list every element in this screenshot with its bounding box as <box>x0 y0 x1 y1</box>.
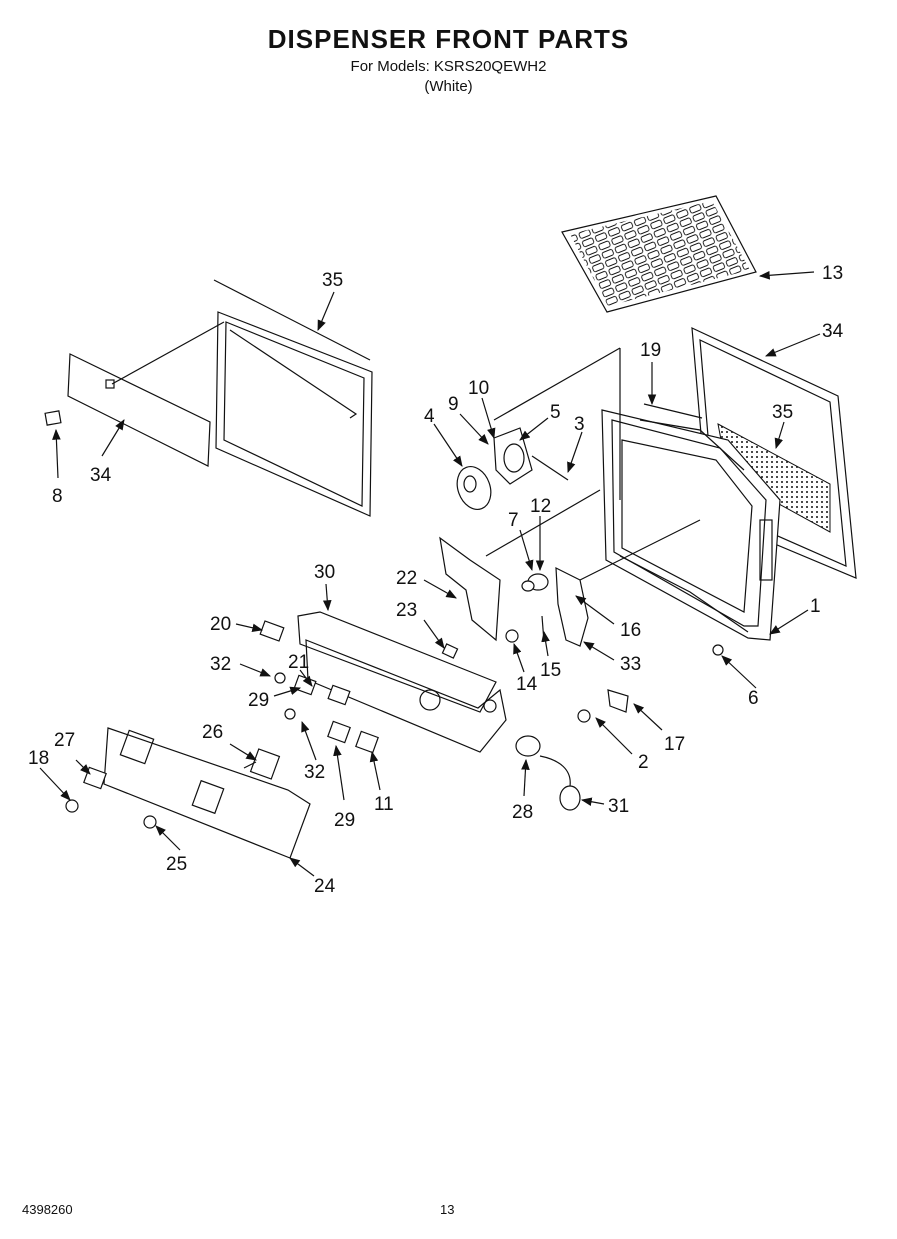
callout-16: 16 <box>620 620 641 641</box>
callout-24: 24 <box>314 876 336 897</box>
dispenser-door-frame <box>213 279 373 517</box>
callout-33: 33 <box>620 654 641 675</box>
small-clip <box>44 410 62 426</box>
actuator-pivot <box>521 573 549 592</box>
callout-19: 19 <box>640 340 661 361</box>
callout-37: 35 <box>772 402 793 423</box>
callout-17: 17 <box>664 734 685 755</box>
callout-9: 9 <box>448 394 459 415</box>
wire-19 <box>643 403 703 419</box>
color-line: (White) <box>424 78 473 95</box>
callout-30: 30 <box>314 562 335 583</box>
wire-clip <box>441 643 459 659</box>
callout-11: 11 <box>374 794 394 815</box>
housing-screw <box>712 644 724 656</box>
screw-25 <box>143 815 157 829</box>
callout-26: 26 <box>202 722 223 743</box>
callout-32-upper: 32 <box>210 654 231 675</box>
callout-20: 20 <box>210 614 231 635</box>
wire-bracket <box>607 689 629 713</box>
callout-21: 21 <box>288 652 309 673</box>
lower-panel <box>103 727 311 859</box>
callout-23: 23 <box>396 600 417 621</box>
callout-28: 28 <box>512 802 533 823</box>
light-switch-cap <box>259 620 285 642</box>
callout-12: 12 <box>530 496 551 517</box>
lever-screw <box>505 615 545 643</box>
callout-34: 34 <box>90 465 112 486</box>
callout-labels: 13 34 35 19 35 1 3 4 5 9 10 8 34 7 12 22… <box>28 263 844 897</box>
leader-lines <box>39 270 821 877</box>
drip-tray-grille <box>561 195 757 313</box>
callout-14: 14 <box>516 674 538 695</box>
callout-8: 8 <box>52 486 63 507</box>
callout-35: 35 <box>322 270 343 291</box>
callout-29-upper: 29 <box>248 690 269 711</box>
dispenser-wheel <box>456 466 492 510</box>
document-number: 4398260 <box>22 1202 73 1217</box>
callout-29-lower: 29 <box>334 810 355 831</box>
page-title: DISPENSER FRONT PARTS <box>267 24 630 54</box>
callout-15: 15 <box>540 660 561 681</box>
callout-13: 13 <box>822 263 843 284</box>
light-socket <box>243 748 281 780</box>
callout-10: 10 <box>468 378 489 399</box>
callout-5: 5 <box>550 402 561 423</box>
light-bulb <box>539 755 581 811</box>
callout-22: 22 <box>396 568 417 589</box>
callout-18: 18 <box>28 748 49 769</box>
switch-assembly-upper <box>274 672 351 706</box>
callout-31: 31 <box>608 796 629 817</box>
callout-7: 7 <box>508 510 519 531</box>
callout-3: 3 <box>574 414 585 435</box>
callout-27: 27 <box>54 730 75 751</box>
motor-assembly <box>493 347 621 500</box>
callout-25: 25 <box>166 854 187 875</box>
callout-1: 1 <box>810 596 821 617</box>
callout-4: 4 <box>424 406 435 427</box>
page-number: 13 <box>440 1202 455 1217</box>
callout-36: 34 <box>822 321 844 342</box>
model-line: For Models: KSRS20QEWH2 <box>350 58 547 75</box>
switch-assembly-lower <box>284 708 379 754</box>
front-panel <box>67 321 225 467</box>
screw-2 <box>577 709 591 723</box>
callout-6: 6 <box>748 688 759 709</box>
callout-2: 2 <box>638 752 649 773</box>
callout-32-lower: 32 <box>304 762 325 783</box>
screw-18 <box>65 799 79 813</box>
lamp-socket <box>515 735 541 757</box>
water-lever <box>439 489 601 642</box>
ice-lever <box>555 519 701 647</box>
